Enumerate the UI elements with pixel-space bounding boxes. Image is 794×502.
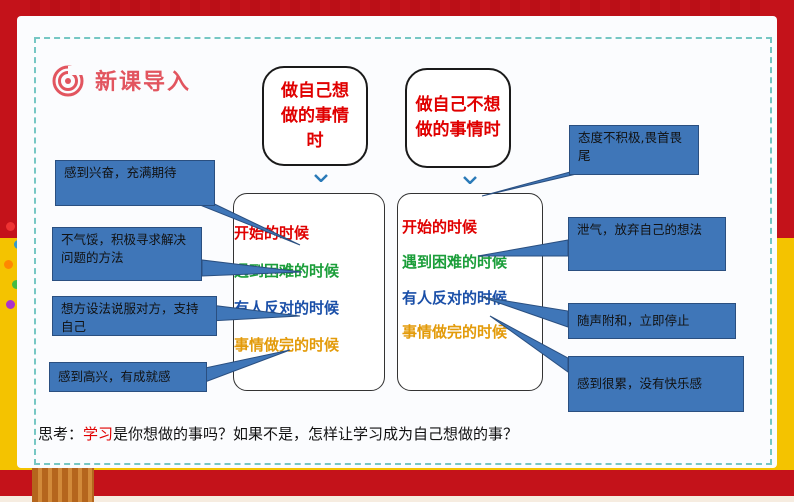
right-row-difficulty: 遇到困难的时候	[402, 253, 508, 271]
right-row-finished: 事情做完的时候	[402, 323, 508, 341]
note-right-start: 态度不积极,畏首畏尾	[569, 125, 699, 175]
bottom-red-band	[0, 470, 794, 496]
spiral-logo-icon	[52, 65, 84, 97]
note-left-difficulty: 不气馁，积极寻求解决问题的方法	[52, 227, 202, 281]
note-right-finished: 感到很累，没有快乐感	[568, 356, 744, 412]
question-highlight: 学习	[83, 425, 114, 443]
chevron-down-icon	[314, 174, 328, 182]
right-row-start: 开始的时候	[402, 218, 478, 236]
note-right-difficulty: 泄气，放弃自己的想法	[568, 217, 726, 271]
right-row-opposition: 有人反对的时候	[402, 289, 508, 307]
chevron-down-icon	[463, 176, 477, 184]
section-title: 新课导入	[95, 70, 192, 95]
note-left-finished: 感到高兴，有成就感	[49, 362, 207, 392]
left-row-finished: 事情做完的时候	[234, 336, 340, 354]
note-right-opposition: 随声附和，立即停止	[568, 303, 736, 339]
right-phase-box	[397, 193, 543, 391]
reflection-question: 思考：学习是你想做的事吗？如果不是，怎样让学习成为自己想做的事？	[38, 423, 518, 444]
bubble-not-want-to-do-text: 做自己不想做的事情时	[415, 95, 501, 140]
note-left-start: 感到兴奋，充满期待	[55, 160, 215, 206]
question-prefix: 思考：	[38, 425, 84, 443]
note-left-opposition: 想方设法说服对方，支持自己	[52, 296, 217, 336]
bubble-want-to-do: 做自己想做的事情时	[262, 66, 368, 166]
bubble-want-to-do-text: 做自己想做的事情时	[281, 80, 349, 151]
bubble-not-want-to-do: 做自己不想做的事情时	[405, 68, 511, 168]
dashed-frame	[34, 37, 772, 465]
question-rest: 是你想做的事吗？如果不是，怎样让学习成为自己想做的事？	[113, 425, 519, 443]
